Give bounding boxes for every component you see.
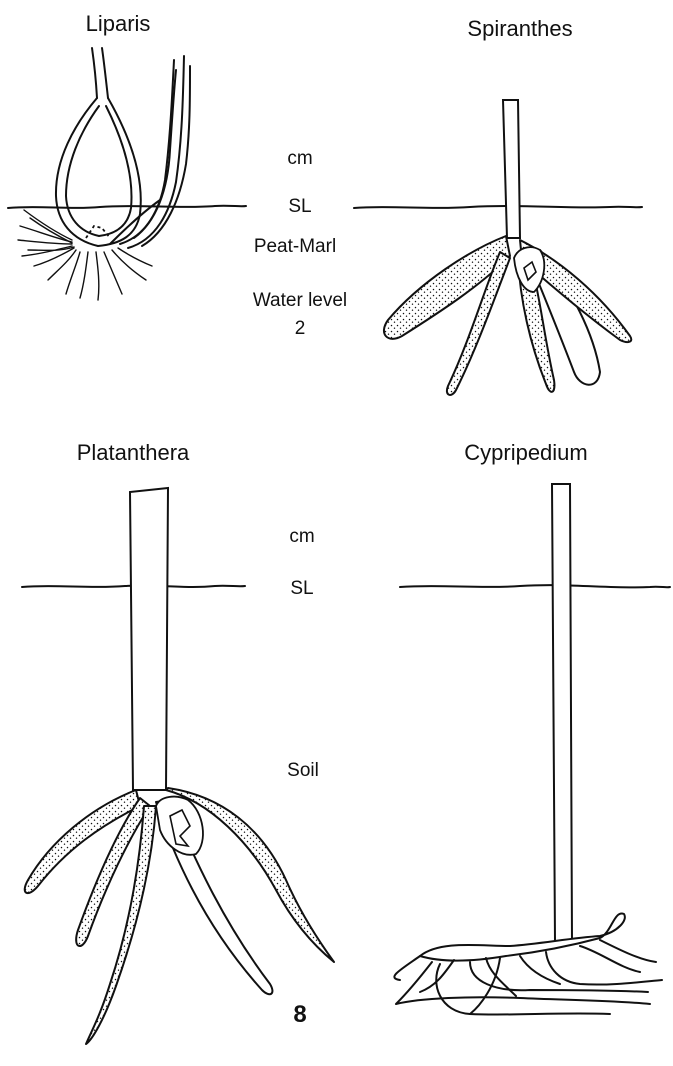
water-level-depth: 2 bbox=[295, 318, 306, 339]
upper-surface-level-label: SL bbox=[288, 196, 311, 217]
spiranthes-stem bbox=[503, 100, 520, 238]
upper-scale-unit: cm bbox=[287, 148, 312, 169]
soil-line-spiranthes bbox=[354, 206, 642, 208]
cypripedium-stem bbox=[552, 484, 572, 942]
lower-surface-level-label: SL bbox=[290, 578, 313, 599]
panel-label-spiranthes: Spiranthes bbox=[467, 16, 572, 41]
lower-substrate-label: Soil bbox=[287, 760, 319, 781]
liparis-plant bbox=[18, 48, 190, 300]
lower-scale-unit: cm bbox=[289, 526, 314, 547]
soil-line-cypripedium bbox=[400, 585, 670, 587]
figure-number: 8 bbox=[293, 1001, 306, 1028]
spiranthes-plant bbox=[384, 100, 631, 395]
water-level-label: Water level bbox=[253, 290, 347, 311]
cypripedium-plant bbox=[394, 484, 662, 1015]
upper-substrate-label: Peat-Marl bbox=[254, 236, 336, 257]
panel-label-platanthera: Platanthera bbox=[77, 440, 190, 465]
panel-label-cypripedium: Cypripedium bbox=[464, 440, 588, 465]
panel-label-liparis: Liparis bbox=[86, 11, 151, 36]
cypripedium-rhizome bbox=[420, 914, 625, 961]
soil-line-liparis bbox=[8, 206, 246, 208]
platanthera-stem bbox=[130, 488, 168, 790]
